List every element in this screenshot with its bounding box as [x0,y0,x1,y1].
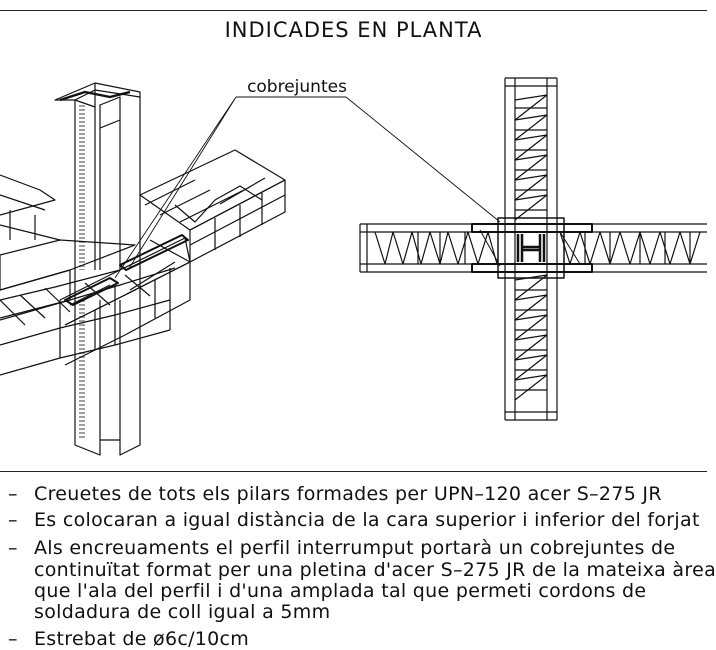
note-continuation: soldadura de coll igual a 5mm [34,602,330,623]
note-item: –Estrebat de ø6c/10cm [8,629,249,650]
note-item: –Creuetes de tots els pilars formades pe… [8,484,662,505]
isometric-view [0,82,286,456]
drawing-title: INDICADES EN PLANTA [224,18,483,42]
note-text: continuïtat format per una pletina d'ace… [34,559,716,581]
notes-list: –Creuetes de tots els pilars formades pe… [0,480,716,650]
note-text: Creuetes de tots els pilars formades per… [34,483,662,505]
note-text: que l'ala del perfil i d'una amplada tal… [34,580,647,602]
note-text: Als encreuaments el perfil interrumput p… [34,537,676,559]
frame-top-line [0,10,707,11]
note-bullet: – [8,509,18,531]
note-continuation: que l'ala del perfil i d'una amplada tal… [34,581,646,602]
note-bullet: – [8,537,18,559]
plan-view [345,77,707,421]
callout-label: cobrejuntes [247,77,347,97]
note-item: –Als encreuaments el perfil interrumput … [8,538,675,559]
note-bullet: – [8,483,18,505]
note-text: soldadura de coll igual a 5mm [34,601,331,623]
note-continuation: continuïtat format per una pletina d'ace… [34,560,716,581]
note-text: Es colocaran a igual distància de la car… [34,509,700,531]
notes-divider [0,471,707,472]
note-text: Estrebat de ø6c/10cm [34,628,250,650]
note-item: –Es colocaran a igual distància de la ca… [8,510,700,531]
note-bullet: – [8,628,18,650]
structural-drawing: cobrejuntes [0,77,707,456]
